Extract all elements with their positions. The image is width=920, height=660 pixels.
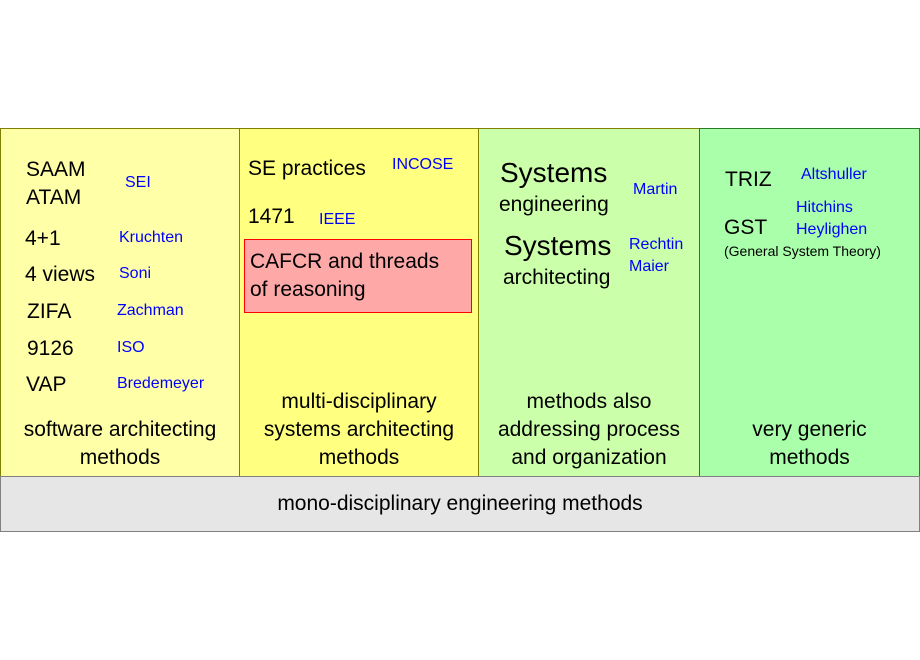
source-soni: Soni — [119, 265, 152, 282]
caption-line: methods — [318, 446, 400, 469]
source-incose: INCOSE — [392, 156, 454, 173]
source-martin: Martin — [633, 181, 678, 198]
column-process-organization: Systems engineering Martin Systems archi… — [478, 128, 700, 477]
method-1471: 1471 — [248, 205, 295, 228]
method-4-views: 4 views — [25, 263, 96, 286]
method-systems-engineering-sub: engineering — [499, 193, 609, 216]
caption-line: very generic — [752, 418, 867, 441]
source-rechtin: Rechtin — [629, 236, 684, 253]
method-zifa: ZIFA — [27, 300, 72, 323]
caption-line: software architecting — [23, 418, 217, 441]
method-triz: TRIZ — [725, 168, 772, 191]
source-zachman: Zachman — [117, 302, 184, 319]
source-maier: Maier — [629, 258, 670, 275]
source-bredemeyer: Bredemeyer — [117, 375, 205, 392]
foundation-label: mono-disciplinary engineering methods — [277, 492, 643, 515]
source-heylighen: Heylighen — [796, 221, 868, 238]
source-hitchins: Hitchins — [796, 199, 853, 216]
foundation-bar: mono-disciplinary engineering methods — [0, 476, 920, 532]
method-4plus1: 4+1 — [25, 227, 61, 250]
method-vap: VAP — [26, 373, 67, 396]
source-altshuller: Altshuller — [801, 166, 867, 183]
caption-line: multi-disciplinary — [281, 390, 437, 413]
caption-multi-disciplinary: multi-disciplinary systems architecting … — [240, 388, 478, 472]
gst-note: (General System Theory) — [724, 243, 881, 259]
method-gst: GST — [724, 216, 768, 239]
caption-line: systems architecting — [263, 418, 455, 441]
caption-process-organization: methods also addressing process and orga… — [479, 388, 699, 472]
method-systems-engineering: Systems — [500, 157, 608, 188]
column-software-architecting: SAAM ATAM SEI 4+1 Kruchten 4 views Soni … — [0, 128, 240, 477]
caption-line: methods — [79, 446, 161, 469]
source-kruchten: Kruchten — [119, 229, 184, 246]
method-se-practices: SE practices — [248, 157, 366, 180]
column-very-generic: TRIZ Altshuller GST Hitchins Heylighen (… — [699, 128, 920, 477]
highlight-cafcr: CAFCR and threads of reasoning — [244, 239, 472, 313]
method-systems-architecting: Systems — [504, 230, 612, 261]
source-iso: ISO — [117, 339, 145, 356]
caption-line: methods — [769, 446, 850, 469]
method-systems-architecting-sub: architecting — [503, 266, 611, 289]
source-sei: SEI — [125, 174, 151, 191]
method-atam: ATAM — [26, 186, 82, 209]
method-saam: SAAM — [26, 158, 86, 181]
source-ieee: IEEE — [319, 211, 356, 228]
highlight-line: of reasoning — [250, 278, 366, 301]
column-multi-disciplinary: SE practices INCOSE 1471 IEEE CAFCR and … — [239, 128, 479, 477]
caption-line: methods also — [526, 390, 652, 413]
caption-line: and organization — [511, 446, 667, 469]
highlight-line: CAFCR and threads — [250, 250, 440, 273]
caption-software-architecting: software architecting methods — [1, 416, 239, 472]
caption-line: addressing process — [497, 418, 681, 441]
caption-very-generic: very generic methods — [700, 416, 919, 472]
method-9126: 9126 — [27, 337, 74, 360]
